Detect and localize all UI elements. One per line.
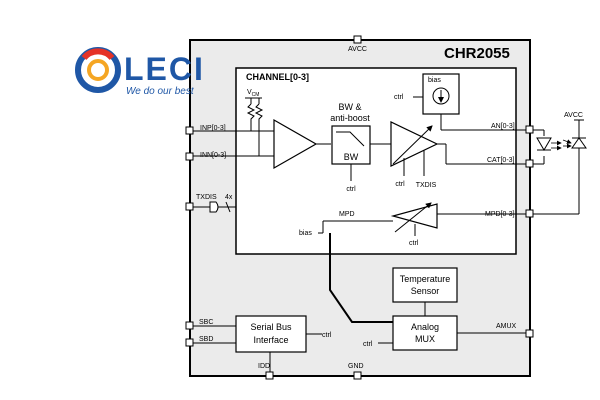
leci-logo: LECI We do our best [75, 47, 205, 97]
resistor-1 [246, 103, 256, 131]
logo-tagline: We do our best [126, 86, 195, 97]
serial-ctrl-label: ctrl [322, 332, 332, 339]
logo-ring-red [81, 48, 115, 61]
pin-amux-label: AMUX [496, 323, 517, 330]
pin-sbc-label: SBC [199, 319, 213, 326]
input-amplifier [273, 118, 318, 170]
mux-ctrl-label: ctrl [363, 341, 373, 348]
bw-title-line2: anti-boost [330, 113, 370, 123]
pin-inp-label: INP[0-3] [200, 125, 226, 132]
pin-sbd [185, 338, 194, 347]
mux-line1: Analog [411, 322, 439, 332]
photodiode-icon [562, 137, 587, 149]
resistor-2 [254, 103, 264, 156]
serial-line1: Serial Bus [250, 322, 292, 332]
pin-gnd [353, 371, 362, 380]
pin-idd-label: IDD [258, 363, 270, 370]
serial-bus-block [235, 315, 307, 353]
temperature-sensor-block [392, 267, 458, 303]
pin-an-label: AN[0-3] [491, 123, 515, 130]
bias-inner-label: bias [299, 230, 312, 237]
bw-title-line1: BW & [338, 102, 361, 112]
pin-an [525, 125, 534, 134]
pin-sbc [185, 321, 194, 330]
logo-wordmark: LECI [124, 51, 205, 87]
bw-ctrl-label: ctrl [346, 186, 356, 193]
pin-sbd-label: SBD [199, 336, 213, 343]
pin-idd [265, 371, 274, 380]
bw-box-label: BW [344, 152, 359, 162]
bus-width-label: 4x [225, 194, 233, 201]
pin-inn [185, 152, 194, 161]
pin-amux [525, 329, 534, 338]
logo-ring-inner [87, 59, 109, 81]
mux-input-wire [329, 233, 393, 323]
channel-label: CHANNEL[0-3] [246, 72, 309, 82]
pin-txdis [185, 202, 194, 211]
pin-mpd [525, 209, 534, 218]
serial-line2: Interface [253, 335, 288, 345]
pin-gnd-label: GND [348, 363, 364, 370]
driver-txdis-label: TXDIS [416, 182, 437, 189]
driver-ctrl-label: ctrl [395, 181, 405, 188]
pin-avcc-top-label: AVCC [348, 46, 367, 53]
laser-diode-icon [536, 137, 562, 151]
temperature-line2: Sensor [411, 286, 440, 296]
pin-inp [185, 126, 194, 135]
bias-label: bias [428, 77, 441, 84]
mpd-inner-label: MPD [339, 211, 355, 218]
pin-cat-label: CAT[0-3] [487, 157, 515, 164]
analog-mux-block [392, 315, 458, 351]
vcm-label: VCM [247, 89, 259, 98]
pin-avcc-top [353, 35, 362, 44]
ext-avcc-label: AVCC [564, 112, 583, 119]
mpd-ctrl-label: ctrl [409, 240, 419, 247]
bw-response-curve [336, 131, 365, 147]
mux-line2: MUX [415, 334, 435, 344]
chip-part-number: CHR2055 [444, 45, 510, 62]
pin-cat [525, 159, 534, 168]
temperature-line1: Temperature [400, 274, 451, 284]
txdis-buffer [209, 201, 219, 213]
pin-txdis-label: TXDIS [196, 194, 217, 201]
bias-ctrl-label: ctrl [394, 94, 404, 101]
